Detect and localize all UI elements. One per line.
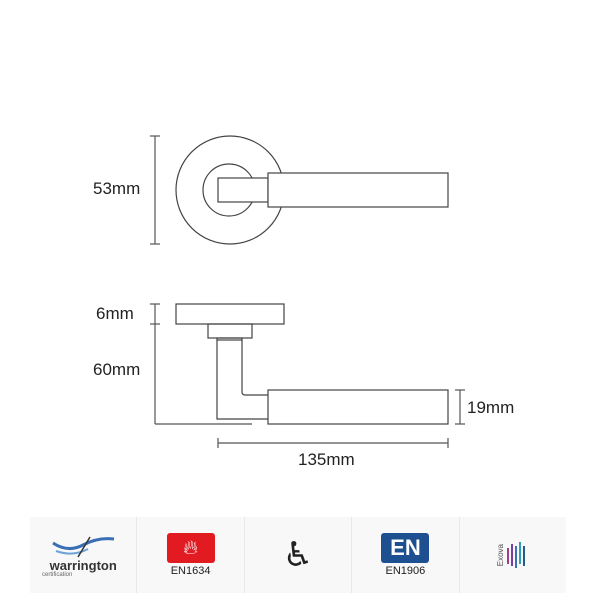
- stem: [216, 340, 268, 420]
- side-dims: [150, 303, 465, 448]
- lever-side: [267, 389, 449, 425]
- warrington-bird-icon: [52, 536, 115, 557]
- dim-label-6: 6mm: [96, 304, 134, 323]
- exova-logo: Exova: [460, 517, 566, 593]
- dim-label-135: 135mm: [298, 450, 355, 469]
- dim-label-19: 19mm: [467, 398, 515, 417]
- en-standard: EN EN1906: [352, 517, 460, 593]
- accessibility: ♿︎: [245, 517, 353, 593]
- en-badge: EN: [381, 533, 430, 563]
- fire-icon: 🔥︎: [166, 533, 215, 563]
- spindle-block: [217, 177, 269, 203]
- en-caption: EN1906: [385, 565, 426, 577]
- handle-drawing: [150, 135, 465, 448]
- fire-caption: EN1634: [170, 565, 211, 577]
- dim-53: [150, 135, 160, 245]
- warrington-logo: warrington certification: [30, 517, 138, 593]
- neck: [207, 323, 253, 339]
- warrington-text: warrington: [49, 557, 117, 573]
- wheelchair-icon: ♿︎: [282, 536, 314, 574]
- exova-bars-icon: [507, 542, 526, 568]
- exova-text: Exova: [496, 543, 506, 567]
- side-view: [175, 303, 449, 425]
- rose-side: [175, 303, 285, 325]
- certification-strip: warrington certification 🔥︎ EN1634 ♿︎ EN…: [30, 517, 566, 593]
- warrington-sub: certification: [42, 571, 73, 578]
- lever-top: [267, 172, 449, 208]
- dim-label-53: 53mm: [93, 179, 141, 198]
- dim-label-60: 60mm: [93, 360, 141, 379]
- collar: [216, 337, 243, 341]
- fire-rating: 🔥︎ EN1634: [137, 517, 245, 593]
- top-view: [175, 135, 449, 245]
